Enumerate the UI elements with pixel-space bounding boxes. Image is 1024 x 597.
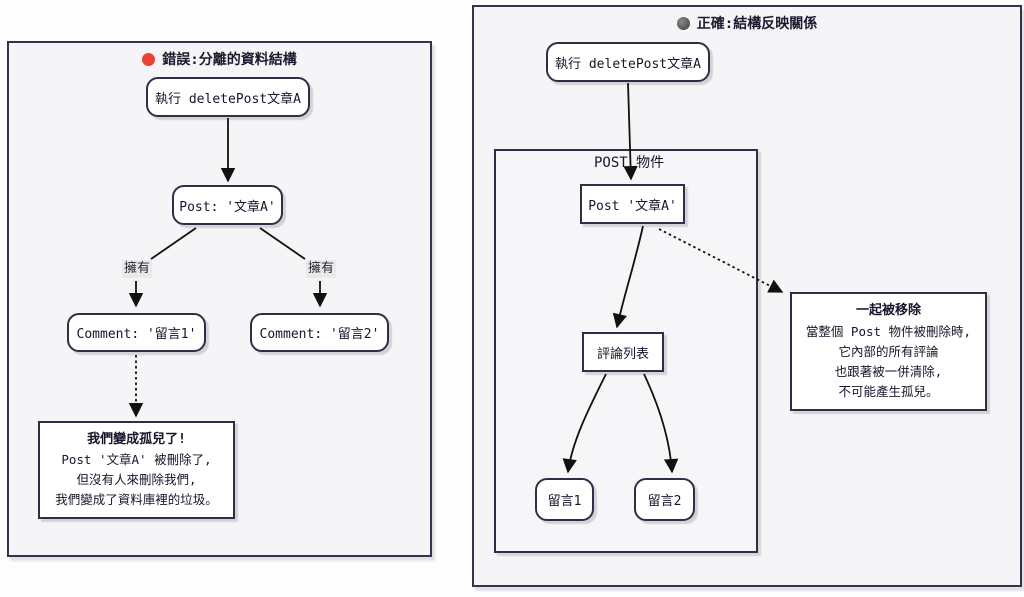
cascade-note-line: 它內部的所有評論 (838, 343, 939, 359)
orphan-note-line: 但沒有人來刪除我們, (76, 472, 197, 488)
cascade-note: 一起被移除 當整個 Post 物件被刪除時, 它內部的所有評論 也跟著被一併清除… (790, 292, 987, 411)
node-action-right: 執行 deletePost文章A (546, 42, 710, 82)
node-comment-list: 評論列表 (582, 332, 664, 372)
orphan-note-title: 我們變成孤兒了! (87, 431, 186, 447)
cascade-note-title: 一起被移除 (855, 303, 921, 319)
edge-label-owns2: 擁有 (306, 260, 337, 278)
cascade-note-line: 不可能產生孤兒。 (838, 383, 939, 399)
orphan-note-line: 我們變成了資料庫裡的垃圾。 (55, 492, 218, 508)
left-panel-title: 錯誤:分離的資料結構 (9, 49, 430, 69)
node-comment1-left: Comment: '留言1' (67, 313, 206, 352)
edge-label-owns1: 擁有 (122, 260, 153, 278)
orphan-note: 我們變成孤兒了! Post '文章A' 被刪除了, 但沒有人來刪除我們, 我們變… (38, 421, 235, 519)
node-comment2-left: Comment: '留言2' (250, 313, 389, 352)
post-object-container-label: POST 物件 (594, 155, 665, 171)
node-post-left: Post: '文章A' (172, 185, 283, 225)
node-post-right: Post '文章A' (580, 184, 685, 224)
correct-dot-icon (676, 16, 690, 30)
cascade-note-line: 當整個 Post 物件被刪除時, (805, 323, 972, 339)
right-panel-title-text: 正確:結構反映關係 (696, 16, 818, 32)
node-comment1-right: 留言1 (535, 478, 594, 521)
node-action-left: 執行 deletePost文章A (146, 77, 310, 117)
error-dot-icon (142, 52, 156, 66)
orphan-note-line: Post '文章A' 被刪除了, (61, 452, 212, 468)
node-comment2-right: 留言2 (634, 478, 695, 521)
left-panel-title-text: 錯誤:分離的資料結構 (162, 52, 297, 68)
cascade-note-line: 也跟著被一併清除, (834, 363, 943, 379)
right-panel-title: 正確:結構反映關係 (474, 13, 1020, 33)
